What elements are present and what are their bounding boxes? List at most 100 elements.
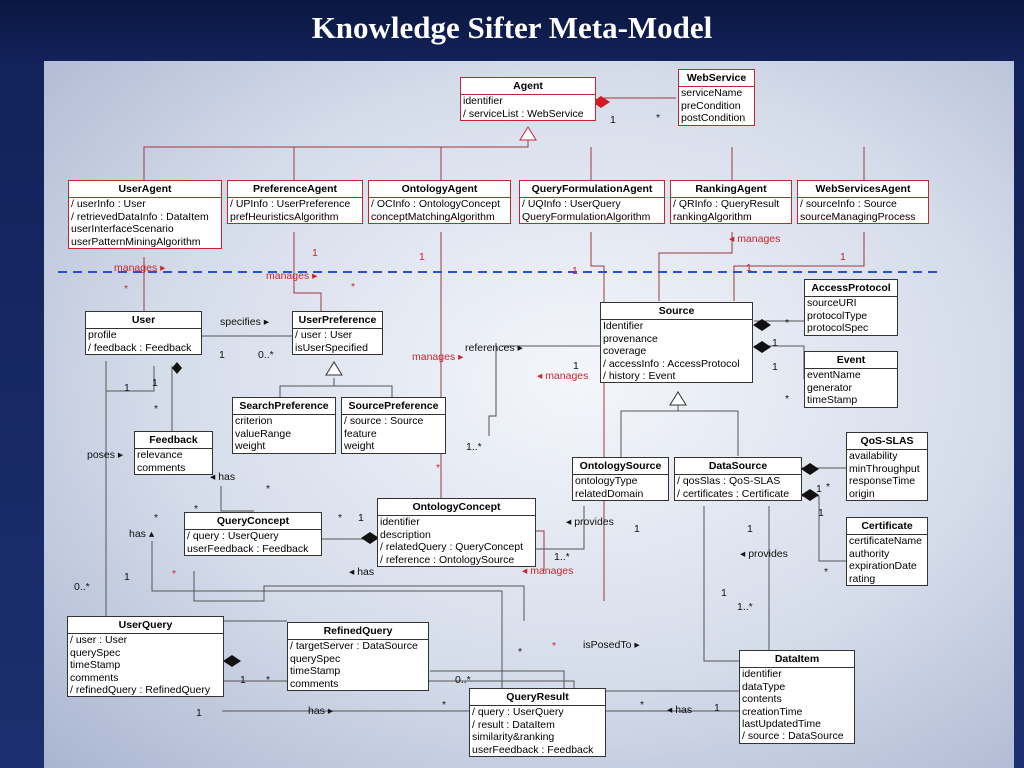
association-label-manages: manages ▸ [412, 351, 464, 363]
multiplicity-label: * [266, 674, 271, 686]
attribute: similarity&ranking [472, 731, 555, 744]
class-queryresult: QueryResult / query : UserQuery/ result … [469, 688, 606, 758]
attribute: / source : Source [344, 415, 424, 428]
class-name: Feedback [135, 432, 212, 450]
multiplicity-label: 1..* [554, 551, 570, 563]
multiplicity-label: 1 [573, 360, 579, 372]
attribute: dataType [742, 680, 786, 693]
attribute: userFeedback : Feedback [472, 743, 594, 756]
multiplicity-label: 1 [818, 507, 824, 519]
class-name: WebServicesAgent [798, 181, 928, 199]
multiplicity-label: 1..* [466, 441, 482, 453]
attribute: lastUpdatedTime [742, 718, 821, 731]
attribute: ontologyType [575, 475, 638, 488]
class-preferenceagent: PreferenceAgent / UPInfo : UserPreferenc… [227, 180, 363, 225]
class-name: Source [601, 303, 752, 321]
attribute: / sourceInfo : Source [800, 198, 897, 211]
attribute: coverage [603, 345, 647, 358]
attribute: protocolSpec [807, 322, 869, 335]
multiplicity-label: 1 [634, 523, 640, 535]
attribute: profile [88, 329, 117, 342]
class-name: AccessProtocol [805, 280, 897, 298]
attribute: / userInfo : User [71, 198, 146, 211]
class-name: SearchPreference [233, 398, 335, 416]
multiplicity-label: * [518, 646, 523, 658]
class-name: Event [805, 352, 897, 370]
attribute: userFeedback : Feedback [187, 542, 309, 555]
attribute: weight [235, 440, 266, 453]
attribute: / relatedQuery : QueryConcept [380, 541, 523, 554]
multiplicity-label: * [194, 503, 199, 515]
association-label-has: ◂ has [349, 566, 375, 578]
class-datasource: DataSource / qosSlas : QoS-SLAS/ certifi… [674, 457, 802, 502]
multiplicity-label: 1 [772, 337, 778, 349]
multiplicity-label: * [172, 568, 177, 580]
multiplicity-label: 1 [358, 512, 364, 524]
class-name: QueryFormulationAgent [520, 181, 664, 199]
attribute: / serviceList : WebService [463, 107, 584, 120]
multiplicity-label: 1 [312, 247, 318, 259]
multiplicity-label: * [640, 699, 645, 711]
attribute: / feedback : Feedback [88, 341, 192, 354]
attribute: authority [849, 547, 890, 560]
multiplicity-label: 1 [721, 587, 727, 599]
multiplicity-label: 1 [772, 361, 778, 373]
attribute: Identifier [603, 320, 644, 333]
class-name: WebService [679, 70, 754, 88]
attribute: / targetServer : DataSource [290, 640, 418, 653]
attribute: description [380, 528, 431, 541]
class-name: RankingAgent [671, 181, 791, 199]
class-name: UserQuery [68, 617, 223, 635]
attribute: / user : User [70, 634, 128, 647]
attribute: QueryFormulationAlgorithm [522, 210, 651, 223]
association-label-references: references ▸ [465, 342, 523, 354]
association-label-specifies: specifies ▸ [220, 316, 270, 328]
association-label-manages: ◂ manages [537, 370, 589, 382]
attribute: comments [137, 461, 186, 474]
attribute: certificateName [849, 535, 922, 548]
class-user: User profile/ feedback : Feedback [85, 311, 202, 356]
association-label-has: has ▴ [129, 528, 155, 540]
attribute: sourceManagingProcess [800, 210, 916, 223]
attribute: isUserSpecified [295, 341, 368, 354]
attribute: valueRange [235, 427, 292, 440]
multiplicity-label: * [154, 403, 159, 415]
multiplicity-label: 1 [840, 251, 846, 263]
attribute: / certificates : Certificate [677, 487, 790, 500]
attribute: preCondition [681, 99, 741, 112]
multiplicity-label: * [656, 112, 661, 124]
attribute: rating [849, 572, 876, 585]
multiplicity-label: 1 [124, 382, 130, 394]
attribute: generator [807, 381, 852, 394]
multiplicity-label: 1 [152, 377, 158, 389]
class-name: UserAgent [69, 181, 221, 199]
multiplicity-label: 1..* [737, 601, 753, 613]
class-name: Agent [461, 78, 595, 96]
multiplicity-label: * [826, 481, 831, 493]
multiplicity-label: * [154, 512, 159, 524]
association-label-manages: ◂ manages [522, 565, 574, 577]
multiplicity-label: 1 [714, 702, 720, 714]
multiplicity-label: 0..* [455, 674, 471, 686]
attribute: / history : Event [603, 370, 676, 383]
multiplicity-label: 1 [610, 114, 616, 126]
association-label-manages: ◂ manages [729, 233, 781, 245]
attribute: identifier [463, 95, 503, 108]
class-name: QoS-SLAS [847, 433, 927, 451]
multiplicity-label: 1 [240, 674, 246, 686]
attribute: contents [742, 693, 782, 706]
attribute: identifier [380, 516, 420, 529]
class-name: OntologyAgent [369, 181, 510, 199]
attribute: comments [290, 677, 339, 690]
page-title: Knowledge Sifter Meta-Model [311, 10, 713, 45]
class-name: QueryConcept [185, 513, 321, 531]
association-label-provides: ◂ provides [740, 548, 788, 560]
attribute: / accessInfo : AccessProtocol [603, 357, 740, 370]
attribute: protocolType [807, 309, 868, 322]
